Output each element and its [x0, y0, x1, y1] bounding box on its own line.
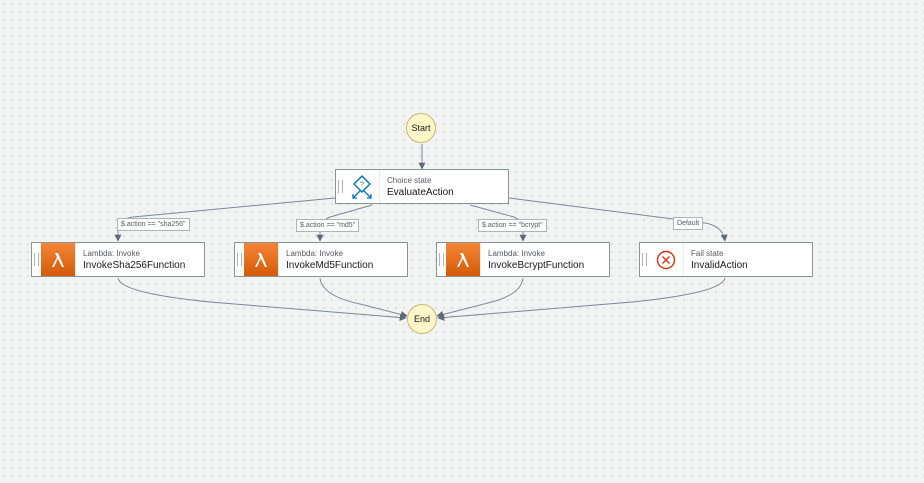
state-name-label: InvokeBcryptFunction [488, 259, 585, 271]
task-state-invoke-md5[interactable]: Lambda: Invoke InvokeMd5Function [234, 242, 408, 277]
edge-label-md5: $.action == "md5" [296, 219, 360, 232]
fail-icon [649, 243, 683, 276]
edge-choice-to-fail [508, 197, 728, 242]
choice-icon: ? [345, 170, 379, 203]
state-type-label: Lambda: Invoke [83, 248, 140, 258]
end-node[interactable]: End [407, 304, 437, 334]
lambda-icon [244, 243, 278, 276]
drag-handle[interactable] [437, 243, 446, 276]
state-name-label: InvalidAction [691, 259, 748, 271]
edge-label-sha256: $.action == "sha256" [117, 218, 190, 231]
state-type-label: Lambda: Invoke [488, 248, 545, 258]
state-type-label: Lambda: Invoke [286, 248, 343, 258]
end-label: End [413, 314, 430, 324]
edge-sha256-to-end [117, 277, 407, 321]
state-name-label: InvokeSha256Function [83, 259, 186, 271]
choice-state-evaluate-action[interactable]: ? Choice state EvaluateAction [335, 169, 509, 204]
drag-handle[interactable] [640, 243, 649, 276]
drag-handle[interactable] [336, 170, 345, 203]
edge-label-bcrypt: $.action == "bcrypt" [478, 219, 547, 232]
start-node[interactable]: Start [406, 113, 436, 143]
task-state-invoke-bcrypt[interactable]: Lambda: Invoke InvokeBcryptFunction [436, 242, 610, 277]
edge-bcrypt-to-end [436, 277, 524, 318]
drag-handle[interactable] [32, 243, 41, 276]
state-type-label: Fail state [691, 248, 724, 258]
lambda-icon [41, 243, 75, 276]
edge-md5-to-end [319, 277, 408, 318]
fail-state-invalid-action[interactable]: Fail state InvalidAction [639, 242, 813, 277]
state-type-label: Choice state [387, 175, 432, 185]
lambda-icon [446, 243, 480, 276]
drag-handle[interactable] [235, 243, 244, 276]
task-state-invoke-sha256[interactable]: Lambda: Invoke InvokeSha256Function [31, 242, 205, 277]
svg-text:?: ? [360, 181, 364, 188]
edge-fail-to-end [437, 277, 726, 321]
edge-label-default: Default [673, 217, 704, 230]
state-name-label: EvaluateAction [387, 186, 454, 198]
state-name-label: InvokeMd5Function [286, 259, 374, 271]
start-label: Start [411, 123, 431, 133]
